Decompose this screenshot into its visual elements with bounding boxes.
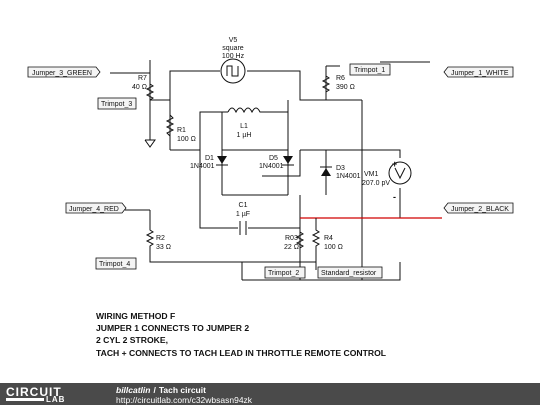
- tag-trimpot1[interactable]: Trimpot_1: [349, 63, 391, 76]
- circuit-title: Tach circuit: [158, 385, 206, 395]
- tag-trimpot3[interactable]: Trimpot_3: [97, 97, 137, 110]
- title-separator: /: [153, 385, 156, 395]
- tag-trimpot1-label: Trimpot_1: [354, 67, 385, 74]
- logo-text-top: CIRCUIT: [6, 385, 62, 399]
- wiring-notes: WIRING METHOD F JUMPER 1 CONNECTS TO JUM…: [96, 310, 386, 359]
- tag-trimpot3-label: Trimpot_3: [101, 101, 132, 108]
- r03-value: 22 Ω: [284, 244, 299, 251]
- r2-value: 33 Ω: [156, 244, 171, 251]
- vm1-name: VM1: [364, 171, 379, 178]
- v5-freq: 100 Hz: [222, 53, 245, 60]
- footer-bar: CIRCUIT LAB billcatlin/Tach circuit http…: [0, 383, 540, 405]
- tag-jumper4-label: Jumper_4_RED: [69, 206, 119, 213]
- r03-name: R03: [285, 235, 298, 242]
- r1-name: R1: [177, 127, 186, 134]
- tag-jumper1[interactable]: Jumper_1_WHITE: [443, 66, 514, 78]
- author-link[interactable]: billcatlin: [116, 385, 151, 395]
- schematic-canvas[interactable]: V5 square 100 Hz R7 40 Ω R6 390 Ω R1 100…: [0, 0, 540, 383]
- wires: [110, 60, 430, 281]
- v5-label: V5: [229, 37, 238, 44]
- diode-d5[interactable]: D5 1N4001: [259, 155, 294, 170]
- note-line: 2 CYL 2 STROKE,: [96, 335, 168, 346]
- resistor-r4[interactable]: R4 100 Ω: [311, 218, 343, 262]
- d5-part: 1N4001: [259, 163, 284, 170]
- diode-d3[interactable]: D3 1N4001: [320, 165, 361, 180]
- d1-part: 1N4001: [190, 163, 215, 170]
- voltage-source-v5[interactable]: V5 square 100 Hz: [220, 37, 246, 84]
- tag-jumper1-label: Jumper_1_WHITE: [451, 70, 509, 77]
- resistor-r7[interactable]: R7 40 Ω: [132, 75, 155, 101]
- tag-trimpot4[interactable]: Trimpot_4: [95, 257, 137, 270]
- diode-d1[interactable]: D1 1N4001: [190, 155, 228, 170]
- tag-jumper2-label: Jumper_2_BLACK: [451, 206, 509, 213]
- l1-value: 1 µH: [237, 132, 252, 139]
- tag-jumper3[interactable]: Jumper_3_GREEN: [27, 66, 101, 78]
- vm1-plus: +: [392, 159, 397, 169]
- tag-standard-resistor[interactable]: Standard_resistor: [317, 266, 383, 279]
- inductor-l1[interactable]: L1 1 µH: [227, 107, 262, 139]
- circuitlab-logo[interactable]: CIRCUIT LAB: [6, 385, 96, 404]
- note-line: TACH + CONNECTS TO TACH LEAD IN THROTTLE…: [96, 347, 387, 358]
- r6-name: R6: [336, 75, 345, 82]
- v5-type: square: [222, 45, 244, 52]
- r7-value: 40 Ω: [132, 84, 147, 91]
- author-title: billcatlin/Tach circuit: [116, 385, 206, 395]
- d3-part: 1N4001: [336, 173, 361, 180]
- logo-bar: [6, 398, 44, 401]
- vm1-minus: -: [393, 192, 396, 202]
- c1-value: 1 µF: [236, 211, 250, 218]
- note-line: JUMPER 1 CONNECTS TO JUMPER 2: [96, 323, 250, 334]
- r4-value: 100 Ω: [324, 244, 343, 251]
- tag-trimpot4-label: Trimpot_4: [99, 261, 130, 268]
- logo-text-bottom: LAB: [46, 395, 66, 404]
- capacitor-c1[interactable]: C1 1 µF: [236, 202, 250, 235]
- circuit-url[interactable]: http://circuitlab.com/c32wbsasn94zk: [116, 395, 253, 405]
- r4-name: R4: [324, 235, 333, 242]
- resistor-r2[interactable]: R2 33 Ω: [145, 222, 171, 254]
- r7-name: R7: [138, 75, 147, 82]
- d1-name: D1: [205, 155, 214, 162]
- r6-value: 390 Ω: [336, 84, 355, 91]
- resistor-r03[interactable]: R03 22 Ω: [284, 228, 305, 262]
- tag-jumper2[interactable]: Jumper_2_BLACK: [443, 202, 514, 214]
- vm1-value: 207.0 pV: [362, 180, 390, 187]
- d5-name: D5: [269, 155, 278, 162]
- note-line: WIRING METHOD F: [96, 311, 176, 321]
- voltmeter-vm1[interactable]: VM1 207.0 pV + -: [362, 159, 412, 202]
- tag-jumper3-label: Jumper_3_GREEN: [32, 70, 92, 77]
- tag-trimpot2-label: Trimpot_2: [268, 270, 299, 277]
- resistor-r1[interactable]: R1 100 Ω: [165, 114, 196, 143]
- tag-jumper4[interactable]: Jumper_4_RED: [65, 202, 127, 214]
- c1-name: C1: [239, 202, 248, 209]
- tag-trimpot2[interactable]: Trimpot_2: [264, 266, 306, 279]
- tag-standard-label: Standard_resistor: [321, 270, 377, 277]
- resistor-r6[interactable]: R6 390 Ω: [321, 72, 355, 100]
- r1-value: 100 Ω: [177, 136, 196, 143]
- l1-name: L1: [240, 123, 248, 130]
- r2-name: R2: [156, 235, 165, 242]
- d3-name: D3: [336, 165, 345, 172]
